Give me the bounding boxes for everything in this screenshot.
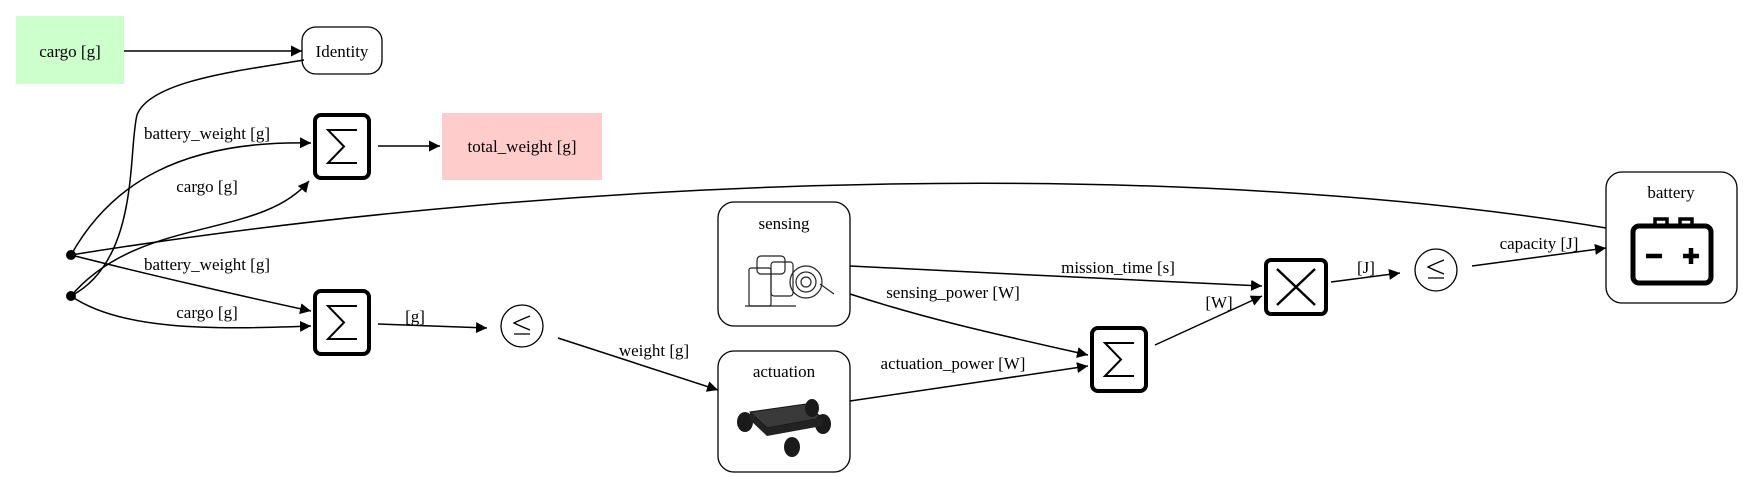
weight-constraint-node[interactable] — [500, 304, 544, 348]
label-cargo-middle: cargo [g] — [176, 303, 238, 322]
sum-node-middle[interactable] — [313, 289, 371, 356]
label-capacity: capacity [J] — [1500, 234, 1579, 253]
cargo-input-node[interactable]: cargo [g] — [16, 16, 124, 84]
edge-constraint-to-actuation — [557, 337, 719, 392]
edge-constraint-to-battery — [1471, 244, 1607, 267]
energy-constraint-node[interactable] — [1414, 248, 1458, 292]
total-weight-output-node[interactable]: total_weight [g] — [442, 113, 602, 180]
edge-sum-power-to-multiply — [1154, 295, 1263, 346]
sigma-icon — [1102, 342, 1134, 377]
times-icon — [1276, 268, 1316, 306]
label-g-out: [g] — [405, 307, 425, 326]
battery-label: battery — [1647, 183, 1695, 202]
sum-node-power[interactable] — [1090, 326, 1148, 393]
identity-label: Identity — [316, 42, 369, 61]
edge-battery-to-branch — [70, 182, 1607, 256]
multiply-node[interactable] — [1264, 258, 1328, 316]
label-watts: [W] — [1205, 293, 1232, 312]
sensor-icon — [745, 255, 835, 307]
label-mission-time: mission_time [s] — [1061, 258, 1175, 277]
identity-node[interactable]: Identity — [301, 26, 383, 75]
total-weight-label: total_weight [g] — [467, 137, 576, 156]
label-cargo-top: cargo [g] — [176, 177, 238, 196]
edge-battery-weight-to-sum-middle — [70, 254, 312, 315]
sigma-icon — [325, 129, 357, 164]
label-battery-weight-top: battery_weight [g] — [144, 124, 270, 143]
label-joules: [J] — [1357, 258, 1375, 277]
edge-battery-weight-to-sum-top — [70, 137, 312, 256]
actuation-node[interactable]: actuation — [717, 350, 851, 473]
battery-icon — [1630, 217, 1714, 286]
cargo-input-label: cargo [g] — [39, 42, 101, 61]
edge-sensing-to-multiply — [849, 265, 1263, 291]
label-weight: weight [g] — [619, 341, 689, 360]
sensing-label: sensing — [759, 214, 811, 233]
sigma-icon — [325, 305, 357, 340]
edge-sum-middle-to-constraint — [377, 322, 488, 334]
label-actuation-power: actuation_power [W] — [881, 354, 1026, 373]
edge-cargo-to-sum-middle — [70, 295, 312, 332]
sensing-node[interactable]: sensing — [717, 201, 851, 327]
label-battery-weight-middle: battery_weight [g] — [144, 255, 270, 274]
edge-sensing-to-sum-power — [849, 293, 1089, 358]
label-sensing-power: sensing_power [W] — [886, 283, 1020, 302]
preceq-icon — [1426, 259, 1445, 279]
edge-identity-to-cargo-branch — [70, 59, 305, 297]
edge-multiply-to-constraint — [1330, 268, 1401, 283]
sum-node-top[interactable] — [313, 113, 371, 180]
preceq-icon — [512, 315, 531, 335]
actuation-label: actuation — [753, 362, 816, 381]
battery-node[interactable]: battery — [1605, 171, 1738, 304]
robot-chassis-icon — [737, 399, 831, 457]
edge-actuation-to-sum-power — [849, 362, 1089, 402]
edge-cargo-to-sum-top — [70, 180, 310, 297]
